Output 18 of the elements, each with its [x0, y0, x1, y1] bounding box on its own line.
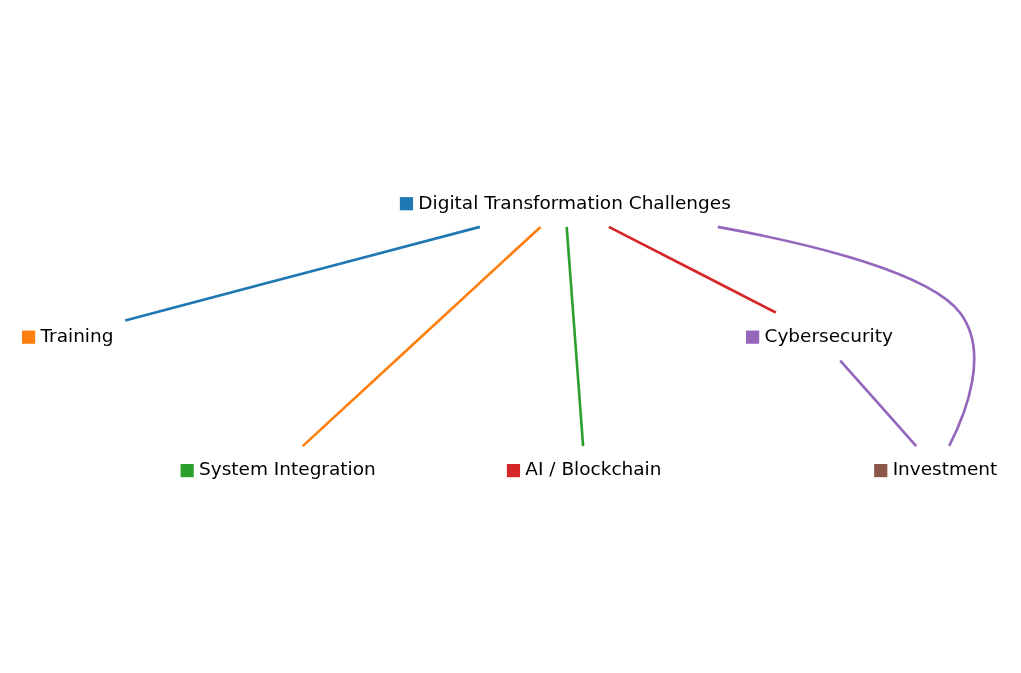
- node-box: [874, 464, 888, 478]
- node-label: Investment: [892, 458, 998, 480]
- connector: [839, 359, 918, 447]
- connector: [565, 226, 585, 447]
- node-box: [399, 197, 414, 211]
- node-label: Cybersecurity: [764, 325, 893, 347]
- node-box: [746, 330, 760, 344]
- node-box: [506, 464, 521, 478]
- connector: [124, 225, 481, 322]
- node-label: System Integration: [199, 458, 376, 480]
- node-box: [180, 464, 194, 478]
- connector: [301, 225, 542, 448]
- node-box: [22, 330, 36, 344]
- node-label: AI / Blockchain: [525, 458, 662, 480]
- connector: [717, 225, 976, 447]
- node-label: Digital Transformation Challenges: [418, 191, 731, 213]
- node-label: Training: [40, 325, 114, 347]
- connector: [608, 225, 777, 314]
